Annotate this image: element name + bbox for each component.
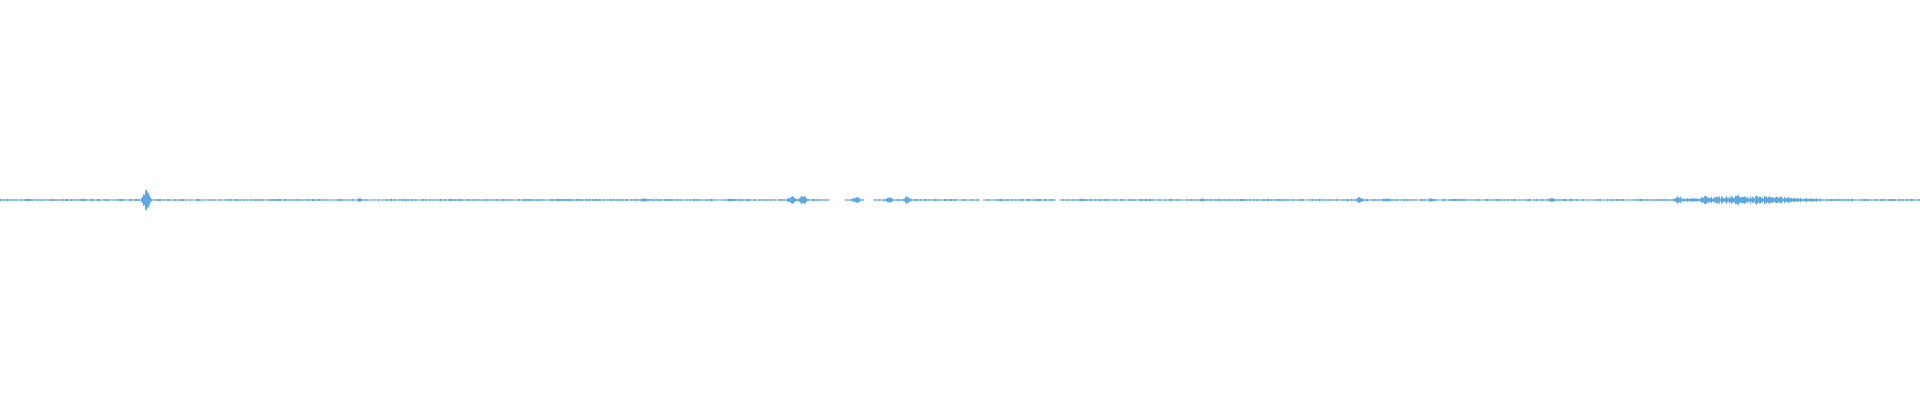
waveform-gap — [829, 198, 845, 202]
waveform-signal — [0, 189, 1920, 211]
waveform-gap — [979, 198, 984, 202]
waveform-gap — [864, 198, 874, 202]
waveform-gap — [1056, 198, 1060, 202]
waveform-trace — [0, 189, 1920, 211]
